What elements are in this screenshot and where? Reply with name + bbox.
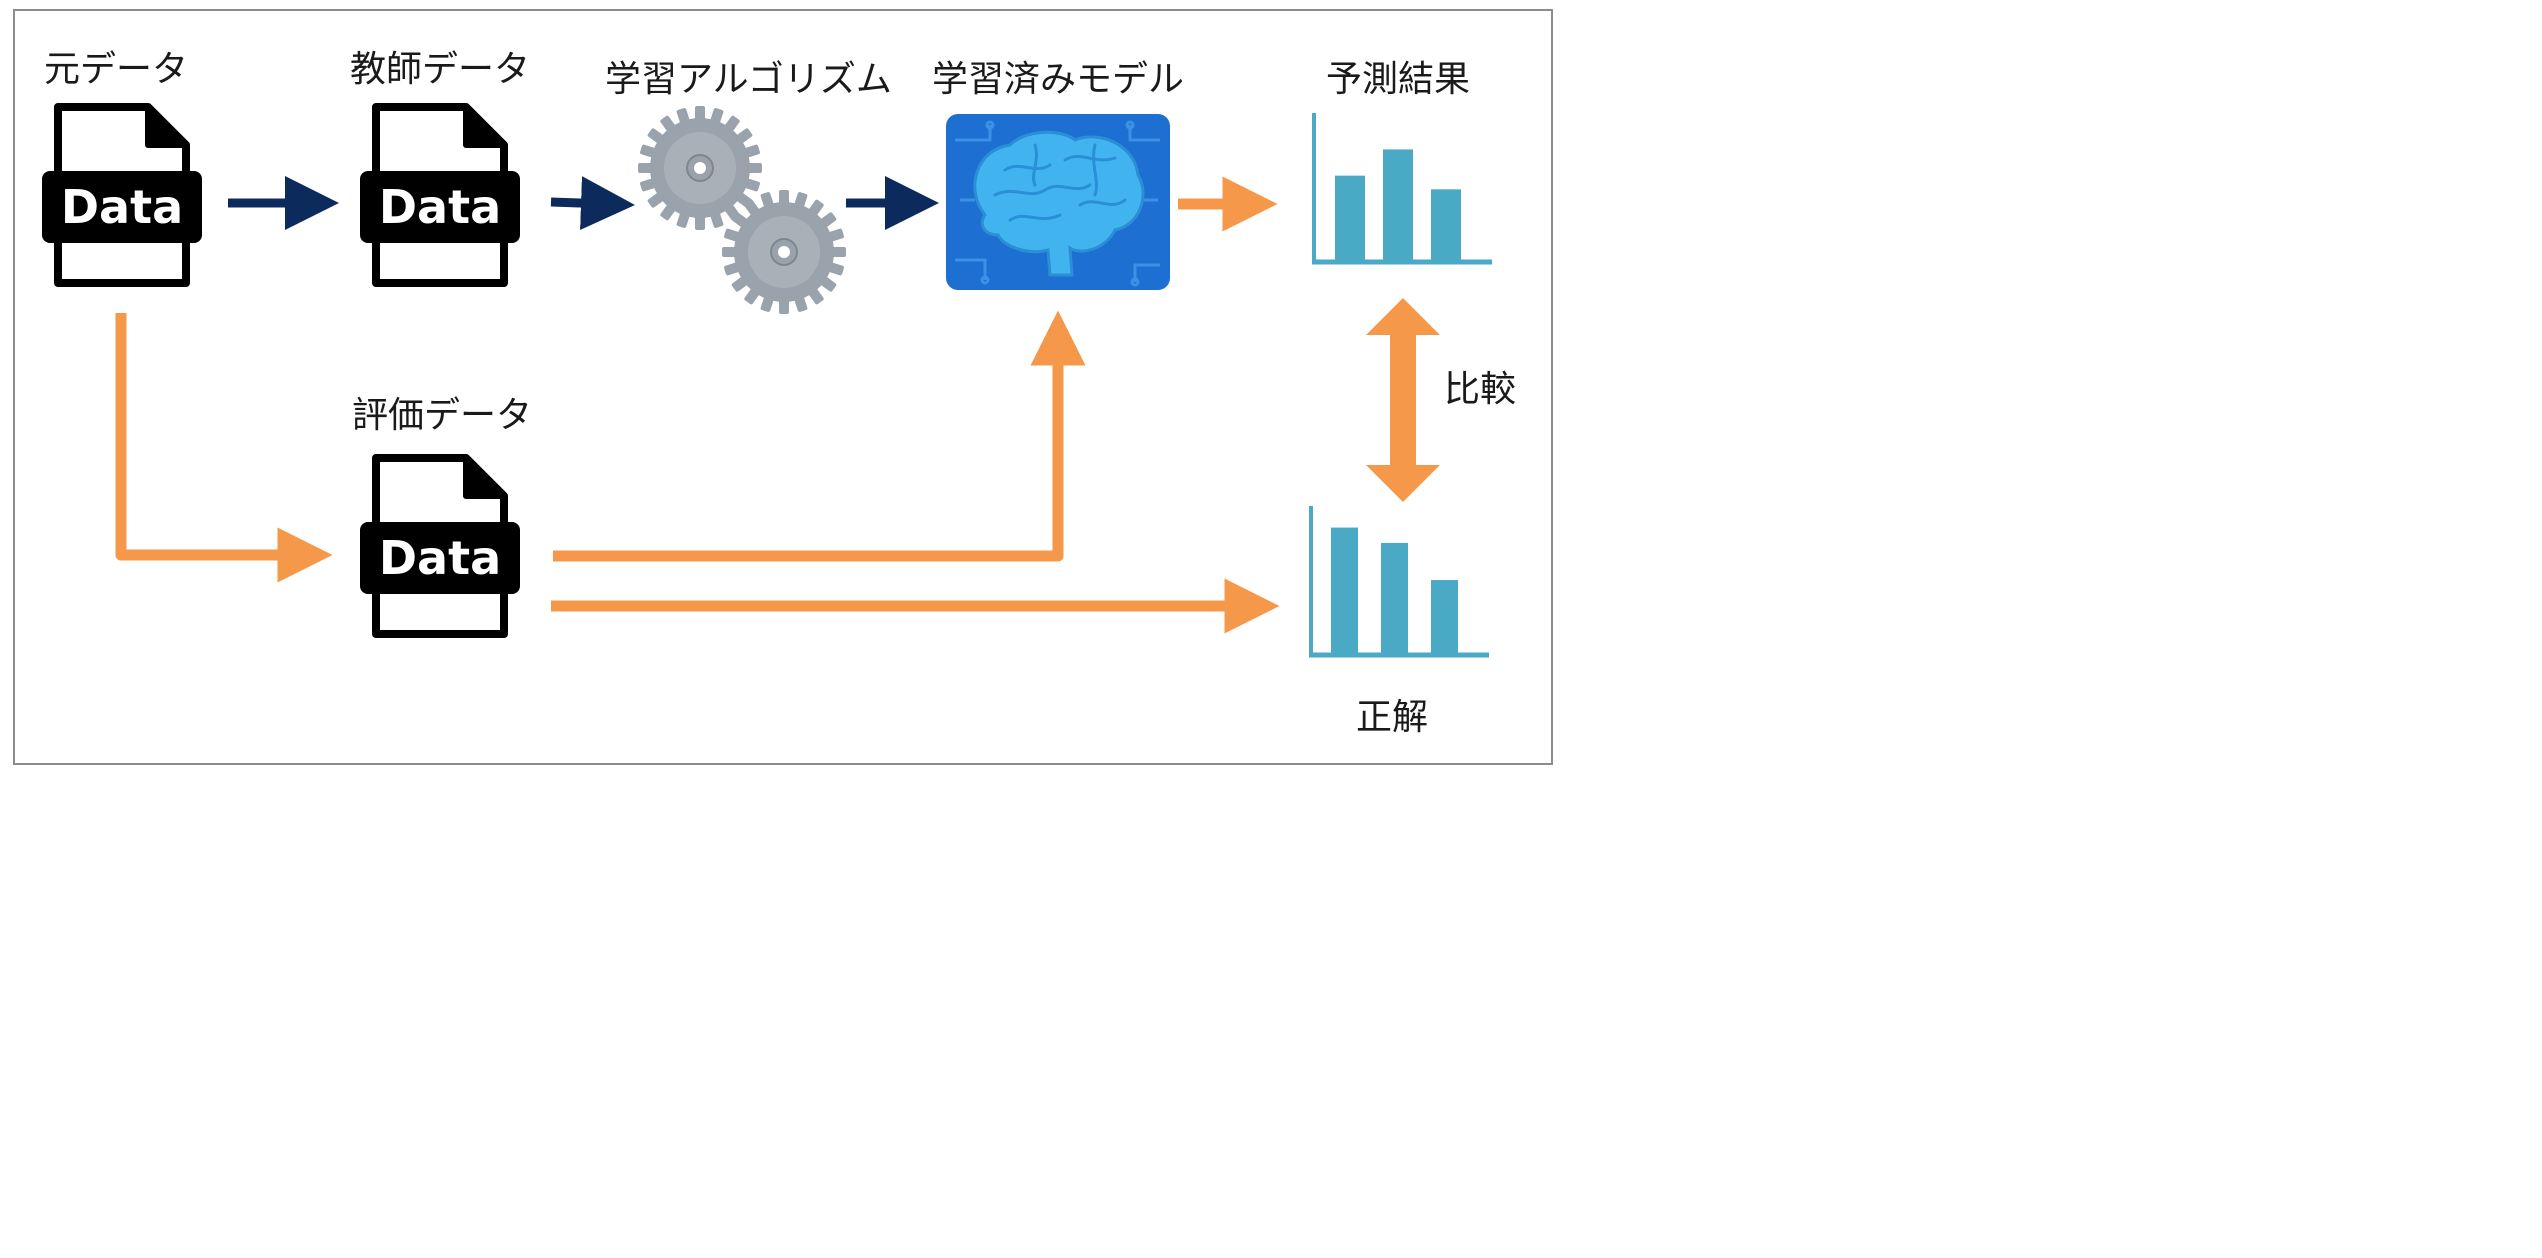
evaluation-document-text: Data <box>379 531 501 585</box>
arrow-evaluation-to-model <box>553 310 1086 562</box>
gear-tooth <box>746 163 762 173</box>
diagram-canvas: Data Data Data <box>0 0 1492 658</box>
trained-model-label: 学習済みモデル <box>932 59 1185 100</box>
source-data-document-icon: Data <box>42 107 202 283</box>
gear-icon <box>722 190 846 314</box>
training-data-label: 教師データ <box>350 49 531 90</box>
evaluation-data-document-icon: Data <box>360 458 520 634</box>
gear-icon <box>638 106 762 230</box>
gear-tooth <box>695 106 705 122</box>
gear-tooth <box>695 214 705 230</box>
diagram-frame <box>13 9 1553 765</box>
ground-truth-bar-3 <box>1431 580 1458 653</box>
gear-tooth <box>779 190 789 206</box>
comparison-double-arrow <box>1366 298 1440 502</box>
ground-truth-bar-chart <box>1309 506 1489 658</box>
arrow-source-to-evaluation <box>115 313 333 583</box>
training-document-text: Data <box>379 180 501 234</box>
source-data-label: 元データ <box>44 49 189 90</box>
gear-tooth <box>638 163 654 173</box>
gear-tooth <box>830 247 846 257</box>
ground-truth-label: 正解 <box>1356 697 1429 738</box>
prediction-bar-2 <box>1383 149 1413 260</box>
training-data-document-icon: Data <box>360 107 520 283</box>
source-document-text: Data <box>61 180 183 234</box>
arrow-training-to-algorithm <box>550 176 635 231</box>
gear-tooth <box>722 247 738 257</box>
prediction-bar-3 <box>1431 189 1461 260</box>
learning-algorithm-label: 学習アルゴリズム <box>605 59 892 100</box>
gear-tooth <box>779 298 789 314</box>
prediction-result-label: 予測結果 <box>1326 59 1471 100</box>
evaluation-data-label: 評価データ <box>352 395 533 436</box>
prediction-bar-chart <box>1312 113 1492 265</box>
prediction-bar-1 <box>1335 175 1365 260</box>
ground-truth-bar-1 <box>1331 527 1358 653</box>
ground-truth-bar-2 <box>1381 542 1408 653</box>
trained-model-brain-icon <box>946 114 1170 290</box>
comparison-label: 比較 <box>1444 369 1517 410</box>
